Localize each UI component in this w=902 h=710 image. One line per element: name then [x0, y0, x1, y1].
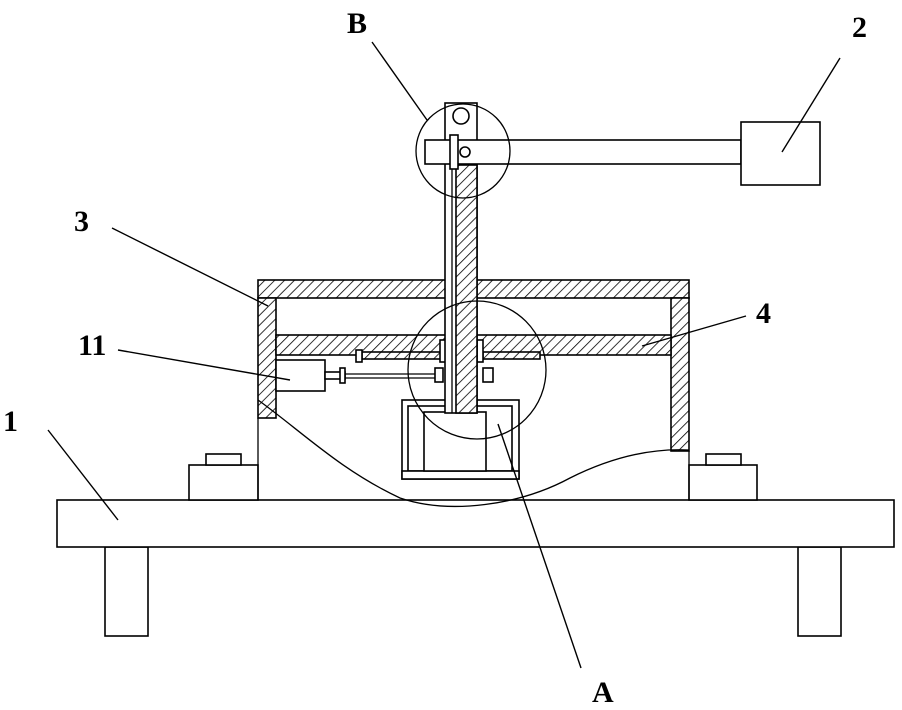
arm-end-block [741, 122, 820, 185]
label-1: 1 [3, 405, 18, 438]
label-11: 11 [78, 329, 106, 362]
label-a: A [592, 676, 614, 709]
label-2: 2 [852, 11, 867, 44]
base-plate [57, 500, 894, 547]
left-bolt-block [189, 454, 258, 500]
label-3: 3 [74, 205, 89, 238]
leader-4 [642, 316, 746, 346]
drive-screw [325, 368, 443, 383]
motor [276, 360, 325, 391]
leader-3 [112, 228, 268, 306]
right-leg [798, 547, 841, 636]
right-bolt-block [689, 454, 757, 500]
left-leg [105, 547, 148, 636]
label-4: 4 [756, 297, 771, 330]
leader-b [372, 42, 427, 120]
label-b: B [347, 7, 367, 40]
horizontal-arm [425, 122, 820, 185]
